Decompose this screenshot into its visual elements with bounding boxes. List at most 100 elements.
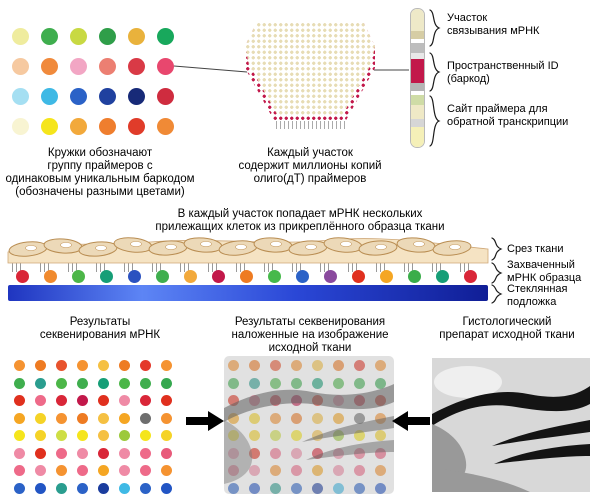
primer-spot — [245, 22, 375, 122]
primer-bar-segment — [411, 9, 424, 31]
color-dot — [77, 482, 88, 494]
color-dot — [56, 482, 67, 494]
color-dot — [16, 270, 29, 283]
color-dot — [354, 360, 365, 371]
color-dot — [375, 482, 386, 494]
dot-row — [228, 360, 386, 371]
color-dot — [98, 430, 109, 441]
color-dot — [228, 447, 239, 459]
color-dot — [140, 377, 151, 389]
dot-row — [12, 118, 174, 135]
connector-line-grid-to-spot — [173, 65, 248, 73]
color-dot — [35, 395, 46, 406]
dot-row — [14, 482, 172, 494]
color-dot — [119, 482, 130, 494]
color-dot — [35, 447, 46, 459]
dot-row — [228, 430, 386, 441]
color-dot — [228, 412, 239, 424]
primer-fringe — [276, 121, 346, 129]
color-dot — [249, 430, 260, 441]
color-dot — [291, 395, 302, 406]
glass-slide — [8, 285, 488, 301]
color-dot — [354, 482, 365, 494]
color-dot — [99, 58, 116, 75]
color-dot — [14, 465, 25, 476]
brace-captured-mrna — [491, 262, 503, 284]
color-dot — [161, 465, 172, 476]
color-dot — [375, 377, 386, 389]
color-dot — [99, 28, 116, 45]
color-dot — [35, 360, 46, 371]
color-dot — [270, 482, 281, 494]
color-dot — [354, 377, 365, 389]
brace-tissue-slice — [491, 237, 503, 261]
color-dot — [291, 430, 302, 441]
color-dot — [140, 482, 151, 494]
barcode-grid-caption: Кружки обозначают группу праймеров с оди… — [5, 147, 195, 198]
primer-bar-segment — [411, 53, 424, 59]
dot-row — [16, 270, 477, 283]
color-dot — [56, 430, 67, 441]
color-dot — [98, 395, 109, 406]
color-dot — [161, 412, 172, 424]
primer-bar-segment — [411, 95, 424, 105]
overlay-results-caption: Результаты секвенирования наложенные на … — [231, 316, 389, 354]
color-dot — [380, 270, 393, 283]
color-dot — [312, 430, 323, 441]
color-dot — [35, 377, 46, 389]
color-dot — [128, 118, 145, 135]
color-dot — [56, 360, 67, 371]
color-dot — [77, 377, 88, 389]
color-dot — [140, 465, 151, 476]
color-dot — [312, 395, 323, 406]
primer-bar-segment — [411, 83, 424, 91]
color-dot — [70, 118, 87, 135]
color-dot — [99, 118, 116, 135]
primer-bar-segment — [411, 91, 424, 95]
middle-braces — [491, 237, 503, 304]
color-dot — [41, 28, 58, 45]
color-dot — [354, 465, 365, 476]
primer-bar-segment — [411, 43, 424, 53]
color-dot — [375, 447, 386, 459]
color-dot — [333, 430, 344, 441]
color-dot — [291, 465, 302, 476]
brace-rt-site — [429, 95, 441, 147]
barcode-color-grid — [12, 28, 174, 135]
dot-row — [228, 377, 386, 389]
color-dot — [157, 58, 174, 75]
color-dot — [249, 465, 260, 476]
color-dot — [375, 360, 386, 371]
color-dot — [140, 430, 151, 441]
color-dot — [161, 360, 172, 371]
color-dot — [98, 465, 109, 476]
spot-caption: Каждый участок содержит миллионы копий о… — [238, 147, 382, 185]
color-dot — [98, 447, 109, 459]
color-dot — [270, 377, 281, 389]
color-dot — [119, 377, 130, 389]
color-dot — [354, 395, 365, 406]
color-dot — [375, 395, 386, 406]
color-dot — [128, 58, 145, 75]
color-dot — [35, 465, 46, 476]
color-dot — [56, 377, 67, 389]
color-dot — [35, 412, 46, 424]
color-dot — [77, 412, 88, 424]
color-dot — [99, 88, 116, 105]
color-dot — [270, 395, 281, 406]
color-dot — [98, 377, 109, 389]
color-dot — [14, 395, 25, 406]
color-dot — [161, 447, 172, 459]
dot-row — [14, 430, 172, 441]
color-dot — [128, 270, 141, 283]
primer-bar-segment — [411, 105, 424, 119]
primer-structure-bar — [410, 8, 425, 148]
color-dot — [119, 412, 130, 424]
color-dot — [77, 360, 88, 371]
color-dot — [249, 482, 260, 494]
color-dot — [56, 412, 67, 424]
color-dot — [375, 412, 386, 424]
color-dot — [333, 482, 344, 494]
color-dot — [140, 447, 151, 459]
color-dot — [228, 465, 239, 476]
